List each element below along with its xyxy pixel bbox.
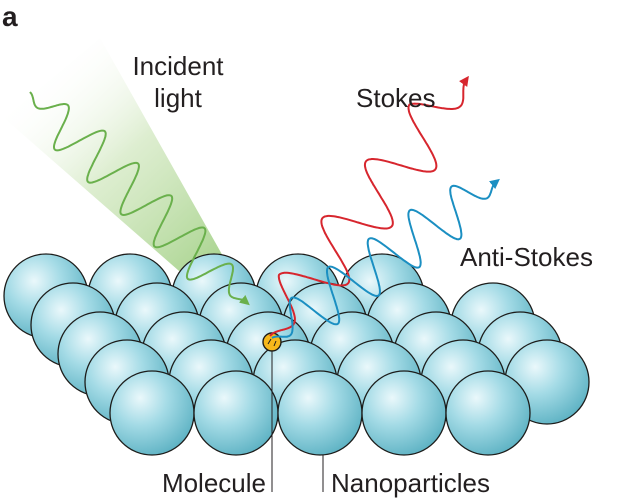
nanoparticle-sphere xyxy=(277,370,363,456)
stokes-wave xyxy=(269,75,469,337)
incident-wave xyxy=(29,91,250,306)
incident-light-label-line1: Incident xyxy=(132,51,224,81)
nanoparticle-sphere xyxy=(445,370,531,456)
anti-stokes-wave xyxy=(271,178,500,339)
nanoparticle-array xyxy=(3,253,590,456)
molecule-label: Molecule xyxy=(162,468,266,498)
nanoparticle-sphere xyxy=(109,370,195,456)
panel-letter: a xyxy=(2,1,18,32)
nanoparticles-label: Nanoparticles xyxy=(331,468,490,498)
nanoparticle-sphere xyxy=(361,370,447,456)
nanoparticle-sphere xyxy=(193,370,279,456)
incident-light-label-line2: light xyxy=(154,83,202,113)
stokes-label: Stokes xyxy=(356,83,436,113)
anti-stokes-label: Anti-Stokes xyxy=(460,242,593,272)
